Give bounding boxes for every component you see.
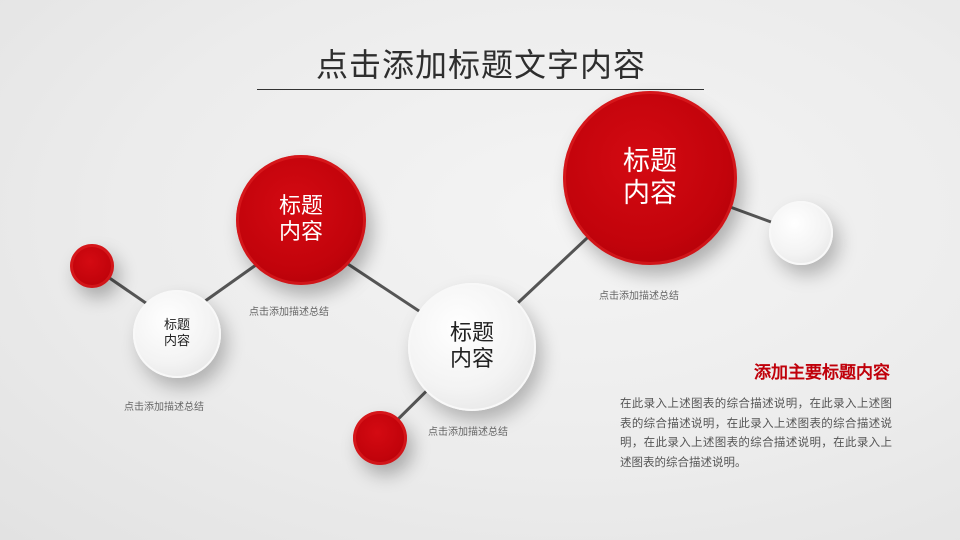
node-caption: 点击添加描述总结 bbox=[124, 402, 204, 413]
node-label-line2: 内容 bbox=[278, 220, 323, 245]
side-panel-body[interactable]: 在此录入上述图表的综合描述说明，在此录入上述图表的综合描述说明，在此录入上述图表… bbox=[620, 396, 892, 469]
node-dot-right[interactable] bbox=[769, 201, 833, 265]
node-label-line2: 内容 bbox=[449, 347, 494, 372]
node-mid-red[interactable]: 标题 内容 bbox=[236, 155, 366, 285]
node-big-red[interactable]: 标题 内容 bbox=[563, 91, 737, 265]
node-caption: 点击添加描述总结 bbox=[599, 291, 679, 302]
side-panel-heading[interactable]: 添加主要标题内容 bbox=[754, 363, 890, 383]
node-dot-bottom[interactable] bbox=[353, 411, 407, 465]
node-label-line2: 内容 bbox=[623, 178, 677, 209]
page-title[interactable]: 点击添加标题文字内容 bbox=[315, 46, 646, 84]
node-small-white[interactable]: 标题 内容 bbox=[133, 290, 221, 378]
node-caption: 点击添加描述总结 bbox=[249, 307, 329, 318]
node-label-line1: 标题 bbox=[163, 318, 190, 334]
node-label-line1: 标题 bbox=[623, 145, 677, 177]
node-label-line1: 标题 bbox=[449, 320, 494, 346]
node-label-line2: 内容 bbox=[163, 334, 190, 349]
title-divider bbox=[257, 89, 704, 90]
node-label-line1: 标题 bbox=[278, 193, 323, 219]
node-center-white[interactable]: 标题 内容 bbox=[408, 283, 536, 411]
node-caption: 点击添加描述总结 bbox=[428, 427, 508, 438]
node-dot-left[interactable] bbox=[70, 244, 114, 288]
